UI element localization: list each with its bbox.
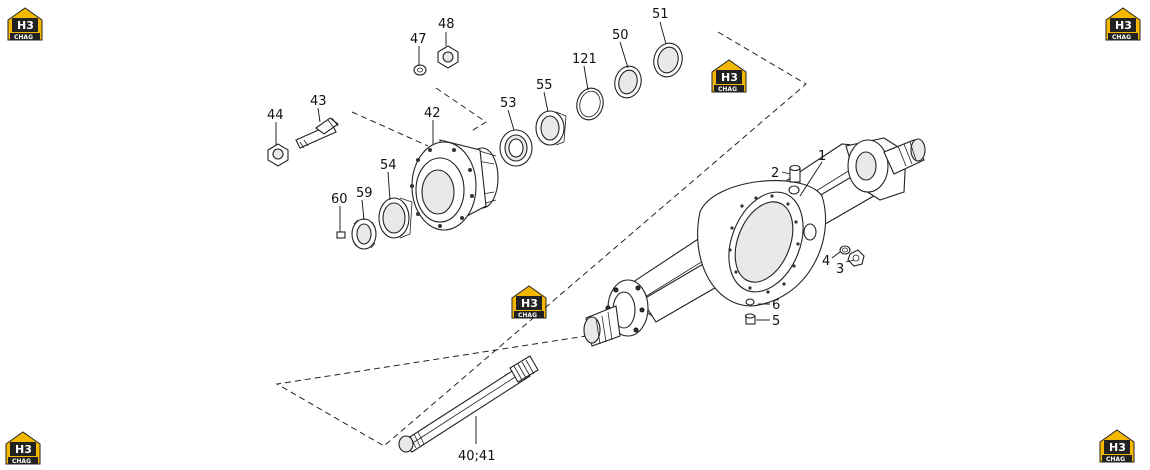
svg-text:CHAG: CHAG <box>12 458 31 465</box>
callout-2: 2 <box>771 166 779 181</box>
svg-text:H3: H3 <box>17 19 34 32</box>
svg-text:H3: H3 <box>1109 441 1126 454</box>
svg-text:H3: H3 <box>721 71 738 84</box>
seal-ring <box>653 42 683 78</box>
callout-47: 47 <box>410 32 427 47</box>
callout-42: 42 <box>424 106 441 121</box>
callout-121: 121 <box>572 52 597 67</box>
fill-plug <box>744 313 756 325</box>
callout-60: 60 <box>331 192 348 207</box>
drain-plug <box>847 249 865 267</box>
callout-1: 1 <box>818 149 826 164</box>
brand-logo-top-left: H3 CHAG <box>7 7 43 41</box>
svg-text:H3: H3 <box>1115 19 1132 32</box>
svg-text:CHAG: CHAG <box>718 86 737 93</box>
spacer-ring <box>614 65 642 99</box>
fill-washer <box>745 298 755 306</box>
callout-55: 55 <box>536 78 553 93</box>
brand-logo-top-right: H3 CHAG <box>1105 7 1141 41</box>
callout-53: 53 <box>500 96 517 111</box>
nut-48 <box>437 45 459 69</box>
callout-48: 48 <box>438 17 455 32</box>
callout-5: 5 <box>772 314 780 329</box>
svg-text:CHAG: CHAG <box>1112 34 1131 41</box>
brand-logo-bottom-right: H3 CHAG <box>1099 429 1135 463</box>
washer-47 <box>413 64 427 76</box>
callout-6: 6 <box>772 298 780 313</box>
callout-50: 50 <box>612 28 629 43</box>
breather-plug <box>789 164 801 183</box>
svg-text:CHAG: CHAG <box>1106 456 1125 463</box>
wheel-hub <box>410 139 499 231</box>
brand-logo-upper-center: H3 CHAG <box>711 59 747 93</box>
axle-shaft <box>398 355 539 453</box>
dashed-assembly-outline-stud <box>351 87 487 147</box>
outer-bearing <box>535 110 567 146</box>
leader-lines <box>275 21 855 444</box>
callout-3: 3 <box>836 262 844 277</box>
drain-washer <box>839 245 851 255</box>
set-screw <box>336 231 346 239</box>
callout-51: 51 <box>652 7 669 22</box>
callout-4: 4 <box>822 254 830 269</box>
svg-text:CHAG: CHAG <box>518 312 537 319</box>
snap-ring <box>576 87 604 121</box>
lock-nut <box>351 218 377 250</box>
callout-43: 43 <box>310 94 327 109</box>
svg-text:H3: H3 <box>15 443 32 456</box>
callout-44: 44 <box>267 108 284 123</box>
callout-40-41: 40;41 <box>458 449 495 464</box>
callout-59: 59 <box>356 186 373 201</box>
axle-housing <box>583 137 926 347</box>
brand-logo-bottom-left: H3 CHAG <box>5 431 41 465</box>
wheel-nut <box>267 143 289 167</box>
svg-text:CHAG: CHAG <box>14 34 33 41</box>
svg-text:H3: H3 <box>521 297 538 310</box>
callout-54: 54 <box>380 158 397 173</box>
wheel-stud <box>295 117 339 149</box>
inner-bearing <box>499 129 533 167</box>
hub-oil-seal <box>378 197 413 239</box>
brand-logo-center: H3 CHAG <box>511 285 547 319</box>
